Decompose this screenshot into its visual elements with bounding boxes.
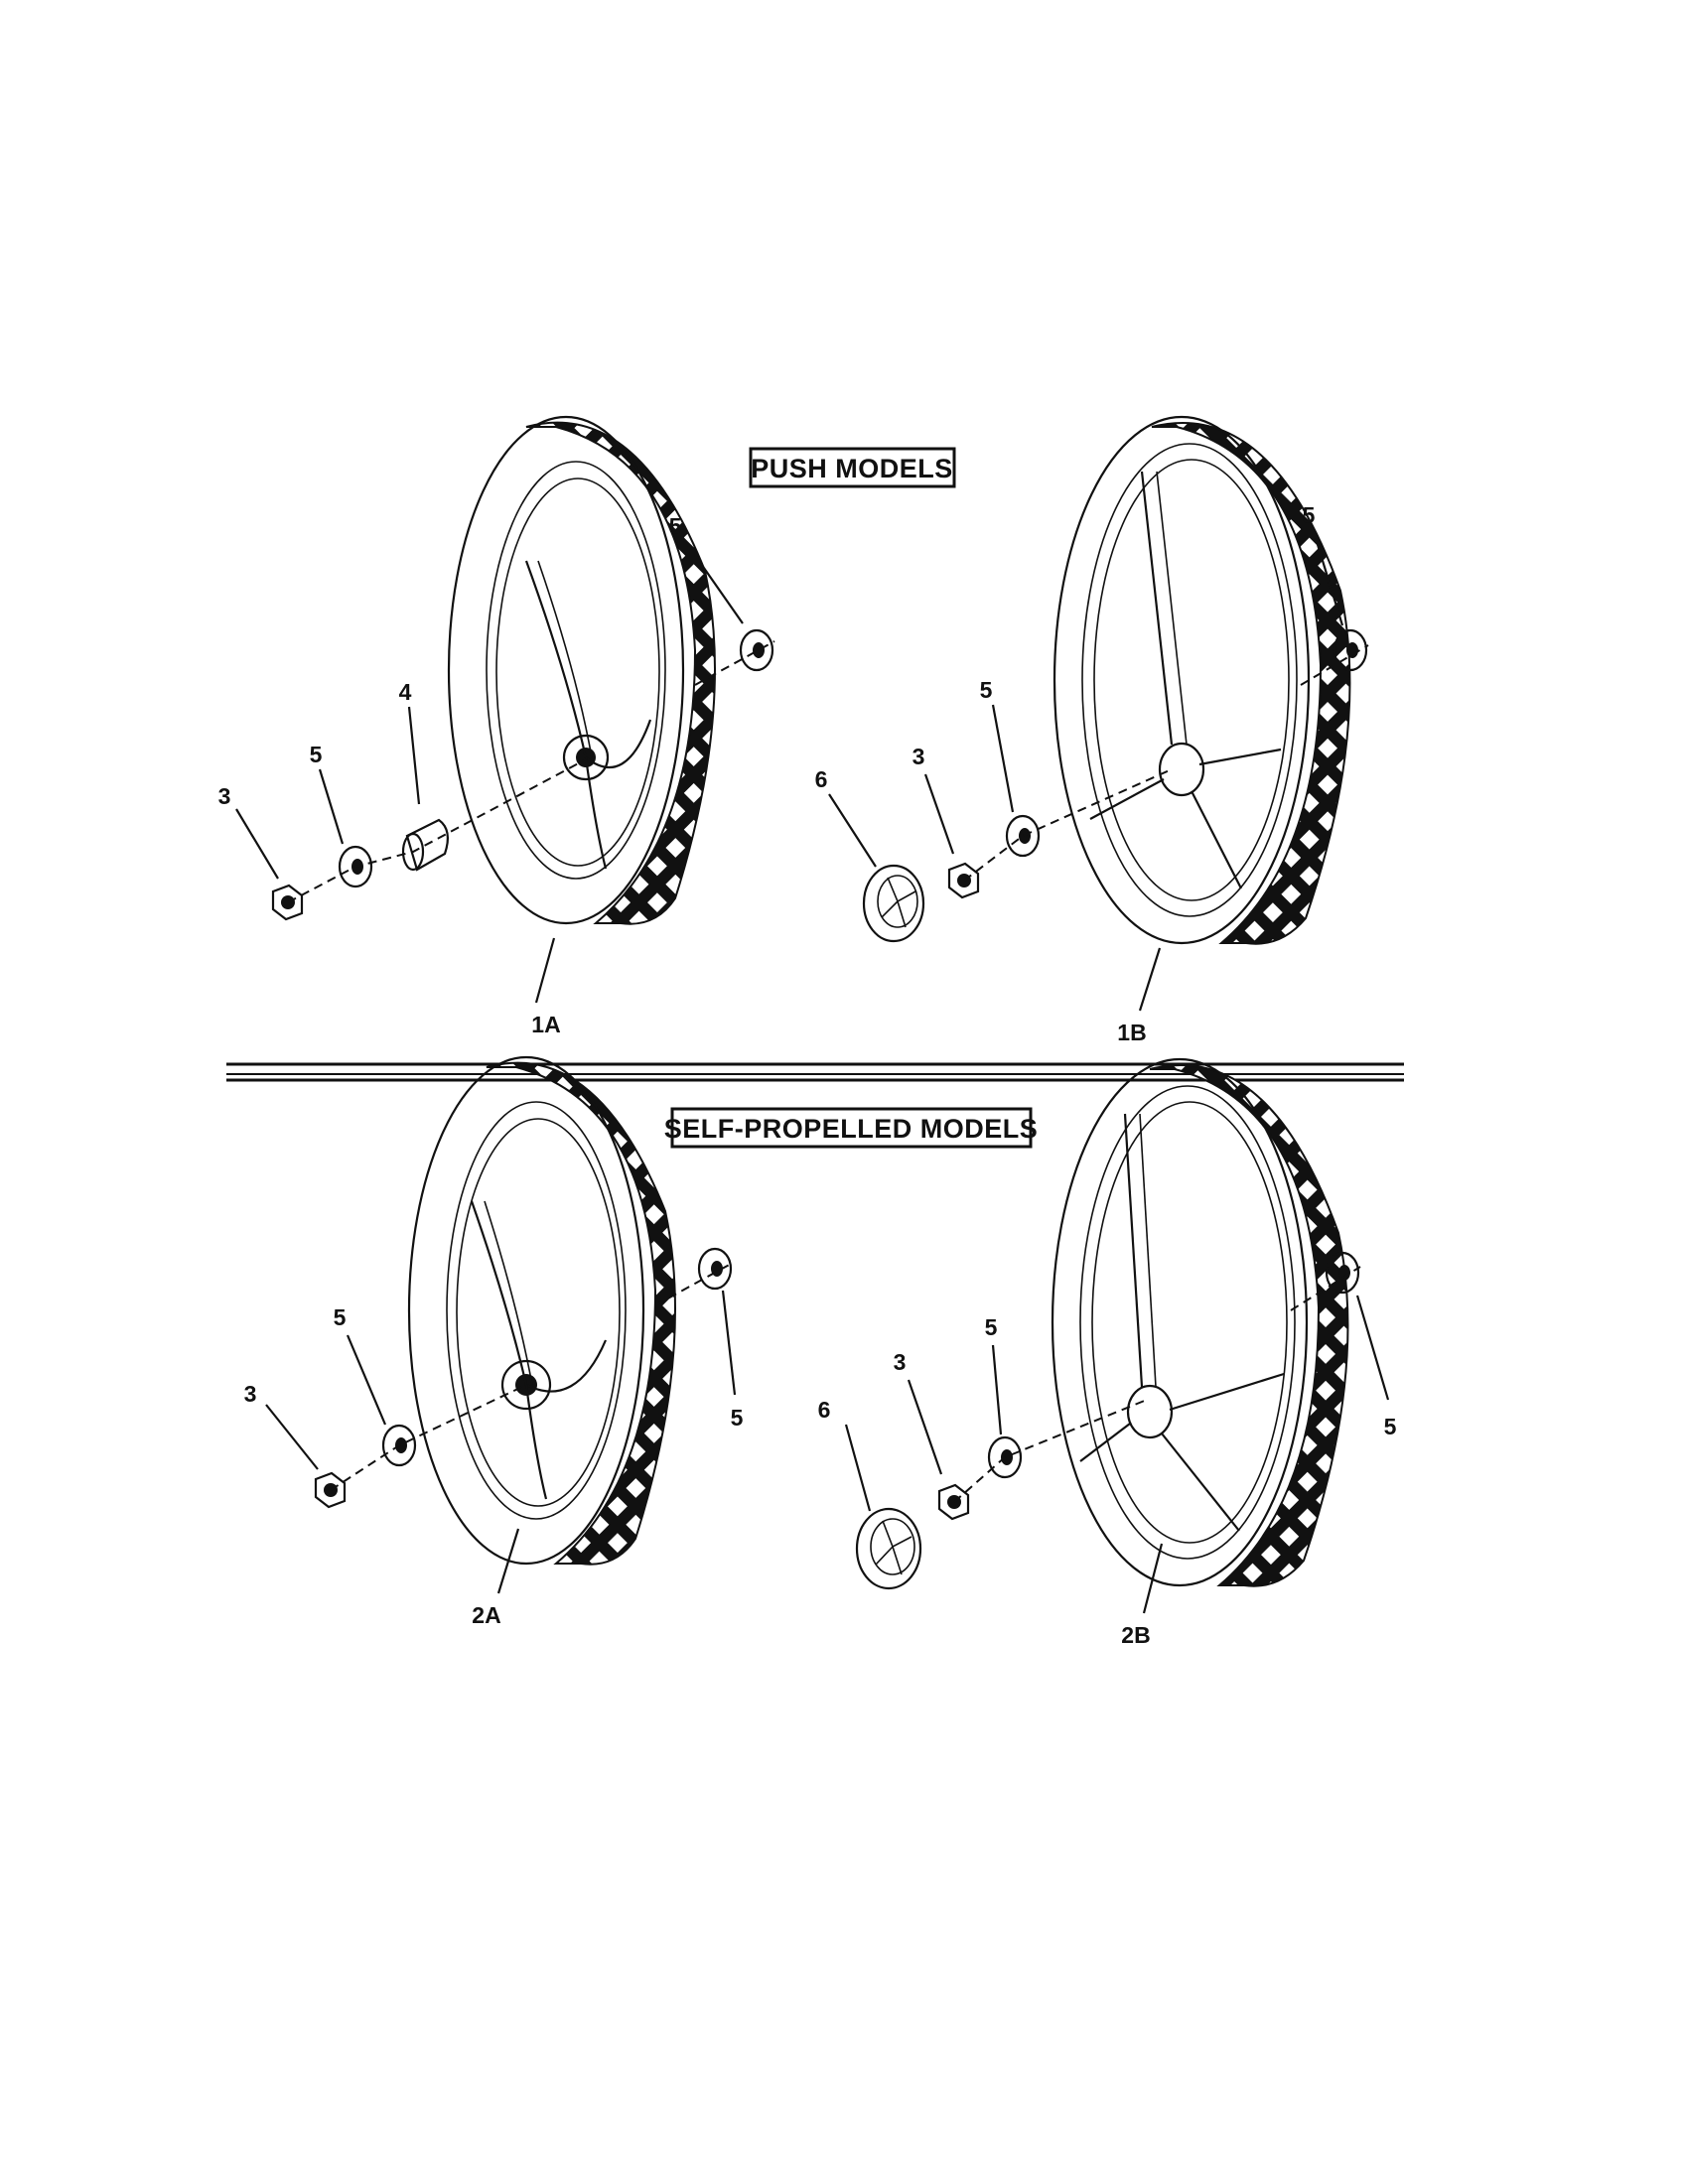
washer-5-push-b <box>1005 814 1041 858</box>
section-title: SELF-PROPELLED MODELS <box>664 1114 1039 1144</box>
callout-1a: 1A <box>531 1012 560 1037</box>
callout-2a: 2A <box>472 1602 500 1628</box>
washer-5-push-a-outer <box>739 628 774 672</box>
nut-3-self-b <box>937 1483 970 1521</box>
callout-5: 5 <box>334 1304 347 1330</box>
wheel-2a <box>407 1055 676 1566</box>
callout-6: 6 <box>815 766 828 792</box>
leader-lines-push <box>235 537 1344 1012</box>
callout-6: 6 <box>818 1397 831 1423</box>
leader-lines-self <box>265 1290 1390 1614</box>
washer-5-self-b <box>987 1435 1023 1479</box>
washer-5-push-b-outer <box>1333 628 1368 672</box>
section-title-box: PUSH MODELS <box>749 447 956 488</box>
section-title-box: SELF-PROPELLED MODELS <box>664 1107 1039 1149</box>
nut-3-push-a <box>271 884 304 921</box>
hubcap-6-self-b <box>855 1507 922 1590</box>
callout-4: 4 <box>399 679 412 705</box>
wheel-1a <box>447 415 716 925</box>
wheel-2b <box>1051 1057 1349 1587</box>
washer-5-self-a-outer <box>697 1247 733 1291</box>
nut-3-self-a <box>314 1471 347 1509</box>
callout-5: 5 <box>731 1405 744 1431</box>
section-title: PUSH MODELS <box>751 454 953 483</box>
callout-5: 5 <box>310 742 323 767</box>
nut-3-push-b <box>947 862 980 899</box>
callout-5: 5 <box>669 513 682 539</box>
callout-3: 3 <box>912 744 925 769</box>
section-push-models: PUSH MODELS <box>218 415 1369 1045</box>
callout-2b: 2B <box>1121 1622 1150 1648</box>
callout-5: 5 <box>1384 1414 1397 1439</box>
washer-5-self-a <box>381 1424 417 1467</box>
bushing-4-push-a <box>401 818 450 872</box>
callout-5: 5 <box>985 1314 998 1340</box>
hubcap-6-push-b <box>862 864 925 943</box>
washer-5-self-b-outer <box>1325 1251 1360 1295</box>
section-self-propelled-models: SELF-PROPELLED MODELS <box>244 1055 1397 1648</box>
callout-5: 5 <box>1303 502 1316 528</box>
callout-5: 5 <box>980 677 993 703</box>
callout-1b: 1B <box>1117 1020 1146 1045</box>
callout-3: 3 <box>218 783 231 809</box>
callout-3: 3 <box>244 1381 257 1407</box>
wheel-1b <box>1052 415 1351 945</box>
callout-3: 3 <box>894 1349 907 1375</box>
